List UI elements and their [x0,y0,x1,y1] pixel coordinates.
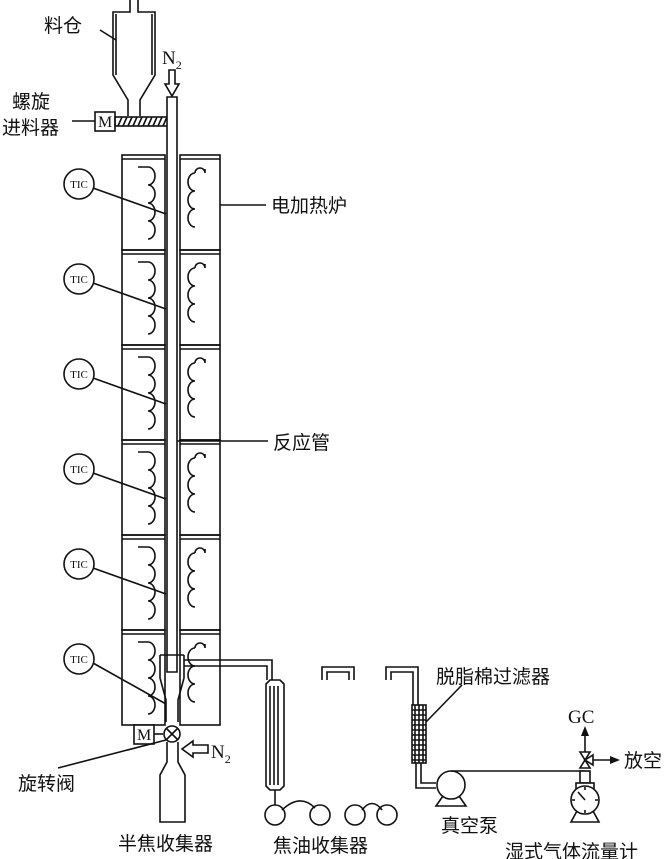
screw-feeder-label-1: 螺旋 [12,91,50,113]
nitrogen-inlet-bottom: N2 [180,739,231,766]
wet-gas-meter: 湿式气体流量计 [505,770,638,859]
nitrogen-inlet-top: N2 [162,48,182,98]
n2-top-label: N2 [162,48,182,72]
rotary-valve: M 旋转阀 [18,724,181,795]
heating-coil-icon [187,452,206,513]
heating-coil-icon [138,166,156,240]
tic-controller-icon [63,358,95,390]
screw-feeder: M 螺旋 进料器 [2,91,170,139]
gc-label: GC [568,707,594,728]
gas-meter-label: 湿式气体流量计 [505,841,638,859]
heating-coil-icon [187,547,206,608]
heating-coil-icon [187,262,206,323]
motor-label: M [98,114,112,131]
furnace-section-right [179,534,221,631]
furnace-section-right [179,344,221,441]
valve-motor-label: M [137,727,151,744]
tic-connector [92,282,167,310]
cotton-filter: 脱脂棉过滤器 [411,666,550,789]
furnace-label: 电加热炉 [271,195,347,217]
tic-label: TIC [70,179,88,191]
furnace-section-left [121,249,166,346]
tic-controller-icon [63,548,95,580]
vacuum-pump-label: 真空泵 [441,815,498,837]
tar-collector: 焦油收集器 [264,666,419,857]
char-collector-label: 半焦收集器 [118,833,213,855]
heating-coil-icon [138,356,156,430]
screw-feeder-label-2: 进料器 [2,117,59,139]
tar-collector-label: 焦油收集器 [273,835,368,857]
tic-label: TIC [70,559,88,571]
tic-connector [92,472,167,500]
furnace-section-right [179,629,221,726]
tic-controller-icon [63,263,95,295]
heating-coil-icon [187,357,206,418]
heating-coil-icon [138,261,156,335]
reaction-tube-label-group: 反应管 [177,432,330,454]
cotton-filter-label: 脱脂棉过滤器 [436,666,550,688]
vent-label: 放空 [624,750,662,772]
furnace-section-right [179,439,221,536]
n2-bottom-label: N2 [211,742,231,766]
tic-connector [92,662,167,705]
furnace-section-left [121,439,166,536]
heating-coil-icon [138,546,156,620]
three-way-valve: GC 放空 [568,707,662,772]
tic-connector [92,377,167,405]
tic-controller-icon [63,643,95,675]
rotary-valve-label: 旋转阀 [18,773,75,795]
reaction-tube-label: 反应管 [273,432,330,454]
furnace-section-left [121,629,166,726]
heating-coil-icon [138,641,156,715]
hopper: 料仓 [44,0,156,116]
furnace-section-left [121,344,166,441]
tic-connector [92,187,167,215]
tic-label: TIC [70,654,88,666]
tic-label: TIC [70,274,88,286]
heating-coil-icon [187,167,206,228]
electric-furnace: TIC TIC TIC TIC TIC TIC [63,154,221,726]
furnace-section-right [179,154,221,251]
tic-label: TIC [70,369,88,381]
furnace-section-left [121,154,166,251]
vacuum-pump: 真空泵 [434,770,585,837]
furnace-section-left [121,534,166,631]
char-collector: 半焦收集器 [118,742,213,855]
heating-coil-icon [187,642,206,703]
furnace-section-right [179,249,221,346]
tic-controller-icon [63,168,95,200]
tic-label: TIC [70,464,88,476]
furnace-label-group: 电加热炉 [220,195,347,217]
heating-coil-icon [138,451,156,525]
hopper-label: 料仓 [44,15,82,37]
tic-controller-icon [63,453,95,485]
reaction-tube [159,96,185,722]
tic-connector [92,567,167,595]
